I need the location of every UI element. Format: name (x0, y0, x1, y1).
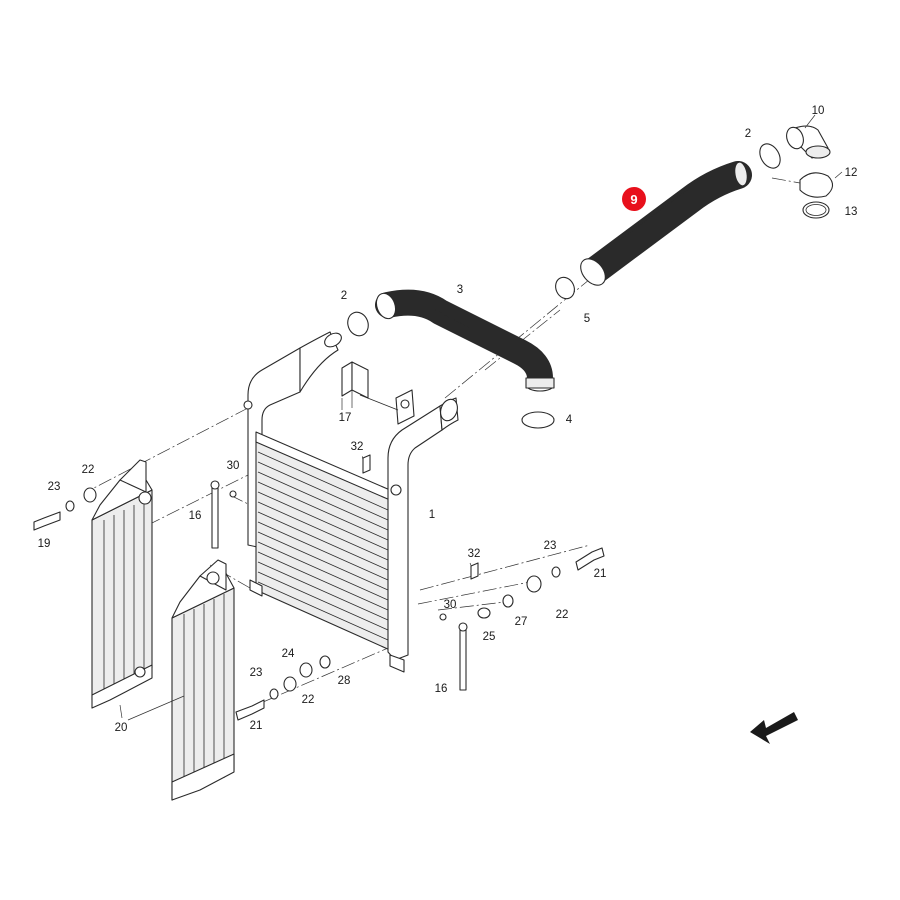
cooler-20-left (91, 459, 153, 709)
highlight-label: 9 (630, 192, 637, 207)
elbow-10 (786, 125, 831, 159)
label-part-16: 16 (435, 683, 448, 695)
clamp-4 (521, 411, 555, 429)
hose-9 (580, 161, 752, 286)
label-part-23: 23 (48, 481, 61, 493)
label-part-24: 24 (282, 648, 295, 660)
label-part-1: 1 (429, 509, 435, 521)
label-part-22: 22 (556, 609, 569, 621)
label-part-25: 25 (483, 631, 496, 643)
label-part-4: 4 (566, 414, 573, 426)
clamp-12 (799, 172, 834, 198)
label-part-23: 23 (544, 540, 557, 552)
part-labels: 1 2 2 3 4 5 10 12 13 16 16 17 19 20 21 2… (38, 105, 858, 734)
core-fins (257, 451, 389, 641)
label-part-3: 3 (457, 284, 463, 296)
label-part-10: 10 (812, 105, 825, 117)
arrow-down-left-icon (750, 712, 798, 744)
label-part-20: 20 (115, 722, 128, 734)
hardware (33, 454, 605, 721)
hose-3 (375, 289, 555, 392)
label-part-19: 19 (38, 538, 51, 550)
cooler-20-right (171, 559, 235, 801)
leader-lines (119, 114, 843, 721)
label-part-5: 5 (584, 313, 590, 325)
label-part-13: 13 (845, 206, 858, 218)
clamps (347, 143, 834, 429)
clamp-5 (555, 276, 575, 300)
label-part-23: 23 (250, 667, 263, 679)
highlight-marker-9: 9 (622, 187, 646, 211)
clamp-2-lower (347, 311, 369, 337)
label-part-2: 2 (341, 290, 347, 302)
label-part-32: 32 (351, 441, 364, 453)
label-part-30: 30 (444, 599, 457, 611)
label-part-17: 17 (339, 412, 352, 424)
label-part-21: 21 (594, 568, 607, 580)
clamp-2-upper (759, 143, 781, 169)
label-part-30: 30 (227, 460, 240, 472)
bracket-17 (341, 361, 415, 425)
label-part-28: 28 (338, 675, 351, 687)
label-part-21: 21 (250, 720, 263, 732)
intercooler-core (243, 331, 459, 673)
label-part-16: 16 (189, 510, 202, 522)
label-part-27: 27 (515, 616, 528, 628)
label-part-12: 12 (845, 167, 858, 179)
label-part-32: 32 (468, 548, 481, 560)
label-part-22: 22 (302, 694, 315, 706)
label-part-22: 22 (82, 464, 95, 476)
label-part-2: 2 (745, 128, 751, 140)
